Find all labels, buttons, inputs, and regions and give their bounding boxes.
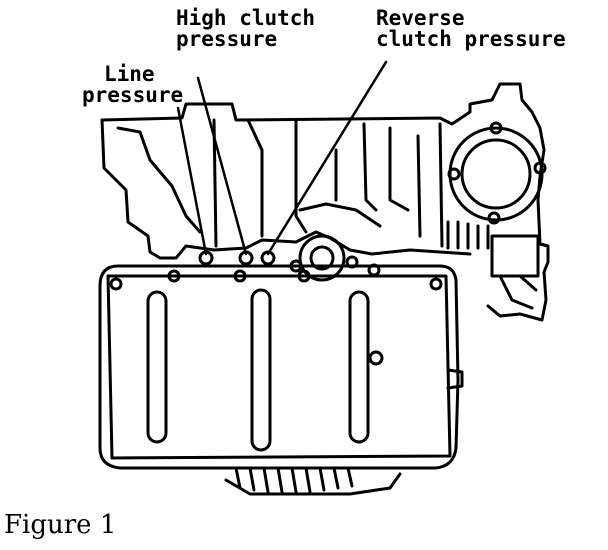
- valve-boss-inner: [309, 245, 335, 271]
- high-clutch-label-line-2: pressure: [176, 27, 278, 51]
- pan-bolt-3: [233, 269, 247, 283]
- case-lower-edge: [100, 118, 472, 260]
- pan-drain-plug: [368, 350, 384, 366]
- servo-bolt-4: [487, 211, 501, 225]
- case-rib-7: [416, 134, 422, 238]
- rear-linkage: [498, 274, 538, 310]
- servo-bolt-2: [533, 161, 547, 175]
- pan-bolt-4: [297, 269, 311, 283]
- high-clutch-label-line-1: High clutch: [176, 6, 316, 30]
- case-rib-2: [246, 118, 264, 238]
- line-label-line-1: Line: [104, 62, 155, 86]
- figure-caption: Figure 1: [4, 510, 117, 540]
- valve-boss-outer: [298, 234, 346, 282]
- transmission-case: [100, 82, 550, 322]
- oil-pan: [98, 264, 460, 470]
- pan-stiffener-2: [250, 288, 272, 452]
- servo-cover-outer: [448, 126, 544, 222]
- pan-bolt-2: [167, 269, 181, 283]
- rear-fins: [446, 220, 490, 250]
- pan-stiffener-3: [348, 290, 370, 444]
- leader-high-clutch: [196, 76, 248, 256]
- case-rib-8: [438, 122, 444, 248]
- servo-cover-inner: [460, 138, 532, 210]
- leader-reverse-clutch: [266, 60, 388, 256]
- line-label-line-2: pressure: [82, 83, 184, 107]
- pan-side-detail: [446, 368, 464, 390]
- servo-bolt-1: [489, 121, 503, 135]
- rear-bracket: [490, 234, 540, 278]
- servo-bolt-3: [447, 167, 461, 181]
- pan-bolt-1: [109, 277, 123, 291]
- case-rib-3: [294, 118, 308, 234]
- case-rib-6: [388, 126, 410, 212]
- reverse-clutch-pressure-label: Reverse clutch pressure: [376, 8, 566, 50]
- pan-bolt-5: [367, 263, 381, 277]
- gear-base: [224, 472, 402, 496]
- gear-teeth: [234, 466, 354, 494]
- oil-pan-flange: [106, 274, 452, 460]
- case-rib-5: [362, 122, 378, 212]
- reverse-clutch-label-line-2: clutch pressure: [376, 27, 566, 51]
- reverse-clutch-label-line-1: Reverse: [376, 6, 465, 30]
- pan-bolt-6: [429, 277, 443, 291]
- line-pressure-label: Line pressure: [82, 64, 183, 106]
- case-ridge-2: [298, 202, 382, 228]
- case-ridge: [116, 126, 202, 234]
- high-clutch-pressure-label: High clutch pressure: [176, 8, 315, 50]
- pan-stiffener-1: [146, 290, 168, 444]
- leader-line-pressure: [176, 106, 208, 256]
